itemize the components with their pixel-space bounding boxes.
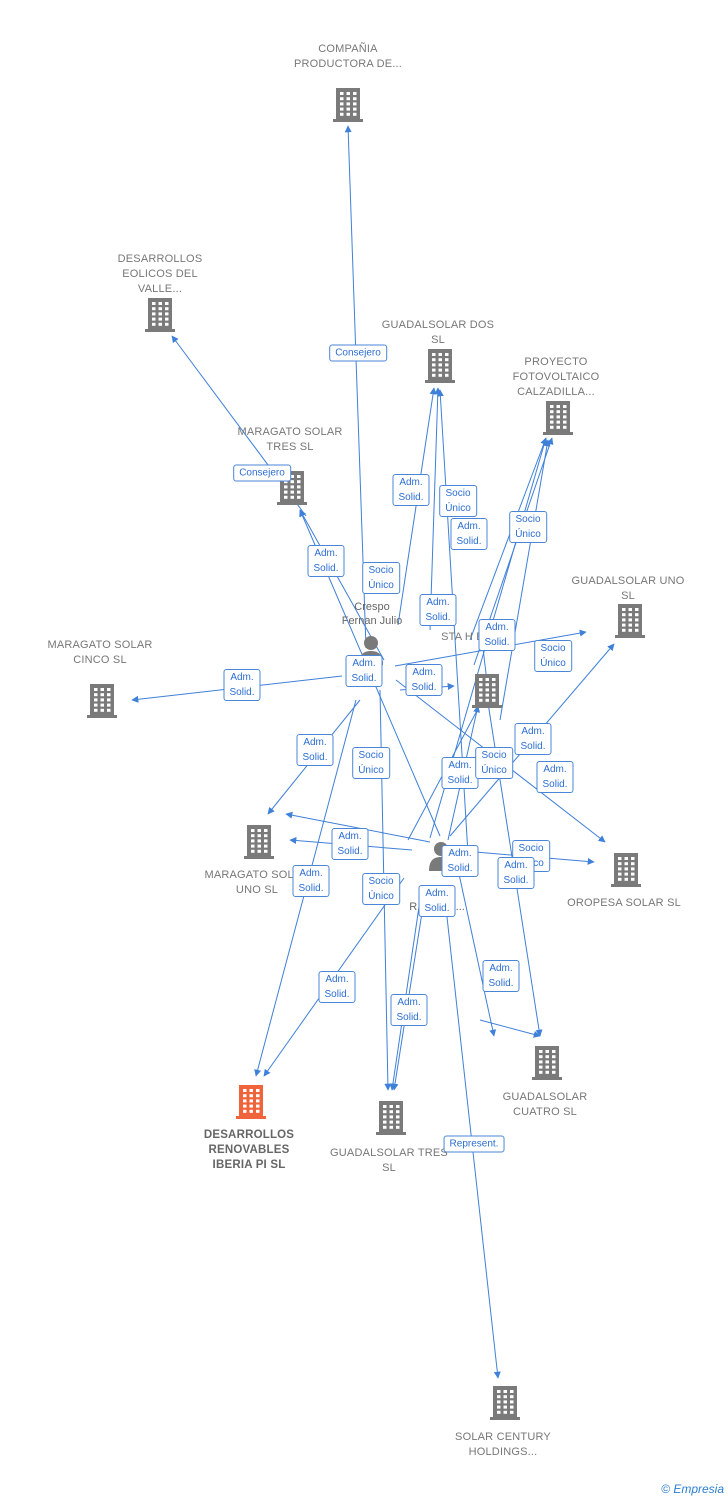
node-label-oropesa[interactable]: OROPESA SOLAR SL [567, 897, 681, 909]
node-label-proyecto[interactable]: PROYECTO FOTOVOLTAICO CALZADILLA... [512, 356, 600, 398]
edge-label-e8[interactable]: Socio Único [362, 562, 400, 594]
copyright-symbol: © [661, 1482, 670, 1496]
edge-label-e11[interactable]: Socio Único [534, 640, 572, 672]
edge-label-e10[interactable]: Adm. Solid. [478, 619, 516, 651]
building-icon[interactable] [489, 1384, 521, 1425]
edge-label-e17[interactable]: Adm. Solid. [514, 723, 552, 755]
building-icon[interactable] [235, 1083, 267, 1124]
building-icon[interactable] [332, 86, 364, 127]
node-label-maragato-cinco[interactable]: MARAGATO SOLAR CINCO SL [47, 639, 153, 666]
building-icon[interactable] [531, 1044, 563, 1085]
edge-label-e19[interactable]: Socio Único [475, 747, 513, 779]
edge-label-e21[interactable]: Adm. Solid. [331, 828, 369, 860]
building-icon[interactable] [144, 296, 176, 337]
edge-label-e13[interactable]: Adm. Solid. [345, 655, 383, 687]
relation-edge [469, 437, 548, 641]
node-label-guadalsolar-tres[interactable]: GUADALSOLAR TRES SL [330, 1147, 448, 1174]
node-label-crespo[interactable]: Crespo Fernan Julio [341, 601, 403, 627]
edge-label-e18[interactable]: Adm. Solid. [441, 757, 479, 789]
relation-edge [344, 125, 367, 649]
edge-label-e20[interactable]: Adm. Solid. [536, 761, 574, 793]
edge-label-e12[interactable]: Adm. Solid. [223, 669, 261, 701]
building-icon[interactable] [243, 823, 275, 864]
building-icon[interactable] [542, 399, 574, 440]
edge-label-e31[interactable]: Represent. [443, 1135, 505, 1153]
building-icon[interactable] [614, 602, 646, 643]
node-label-maragato-tres[interactable]: MARAGATO SOLAR TRES SL [237, 426, 343, 453]
edge-label-e16[interactable]: Socio Único [352, 747, 390, 779]
relation-edge [479, 1019, 541, 1038]
edge-label-e26[interactable]: Socio Único [362, 873, 400, 905]
edge-label-e9[interactable]: Adm. Solid. [419, 594, 457, 626]
relation-edge [429, 387, 442, 631]
node-label-maragato-uno[interactable]: MARAGATO SOLAR UNO SL [204, 869, 310, 896]
edge-label-e7[interactable]: Adm. Solid. [307, 545, 345, 577]
edge-label-e4[interactable]: Socio Único [439, 485, 477, 517]
node-label-guadalsolar-cuatro[interactable]: GUADALSOLAR CUATRO SL [502, 1091, 588, 1118]
node-label-guadalsolar-dos[interactable]: GUADALSOLAR DOS SL [381, 319, 495, 346]
building-icon[interactable] [610, 851, 642, 892]
edge-label-e2[interactable]: Consejero [233, 464, 291, 482]
edge-label-e25[interactable]: Adm. Solid. [497, 857, 535, 889]
relation-edge [499, 439, 551, 721]
edge-label-e14[interactable]: Adm. Solid. [405, 664, 443, 696]
brand-watermark: © Empresia [661, 1482, 724, 1496]
node-label-guadalsolar-uno[interactable]: GUADALSOLAR UNO SL [571, 575, 685, 602]
edge-label-e6[interactable]: Socio Único [509, 511, 547, 543]
building-icon[interactable] [86, 682, 118, 723]
edge-label-e3[interactable]: Adm. Solid. [392, 474, 430, 506]
brand-name: Empresia [673, 1482, 724, 1496]
edge-label-e28[interactable]: Adm. Solid. [318, 971, 356, 1003]
edge-label-e23[interactable]: Adm. Solid. [441, 845, 479, 877]
relation-edge [397, 387, 437, 626]
node-label-desarrollos-eolicos[interactable]: DESARROLLOS EOLICOS DEL VALLE... [117, 253, 203, 295]
building-icon[interactable] [424, 347, 456, 388]
edge-label-e22[interactable]: Adm. Solid. [292, 865, 330, 897]
edge-label-e29[interactable]: Adm. Solid. [482, 960, 520, 992]
edge-label-e27[interactable]: Adm. Solid. [418, 885, 456, 917]
node-label-solar-century[interactable]: SOLAR CENTURY HOLDINGS... [455, 1431, 551, 1458]
building-icon[interactable] [471, 672, 503, 713]
edge-label-e5[interactable]: Adm. Solid. [450, 518, 488, 550]
building-icon[interactable] [375, 1099, 407, 1140]
node-label-desarrollos-renovables[interactable]: DESARROLLOS RENOVABLES IBERIA PI SL [203, 1129, 295, 1171]
node-label-compania[interactable]: COMPAÑIA PRODUCTORA DE... [293, 43, 403, 70]
edge-label-e30[interactable]: Adm. Solid. [390, 994, 428, 1026]
edge-label-e15[interactable]: Adm. Solid. [296, 734, 334, 766]
edge-label-e1[interactable]: Consejero [329, 344, 387, 362]
relation-edge [299, 509, 385, 661]
relation-edge [455, 859, 497, 1037]
